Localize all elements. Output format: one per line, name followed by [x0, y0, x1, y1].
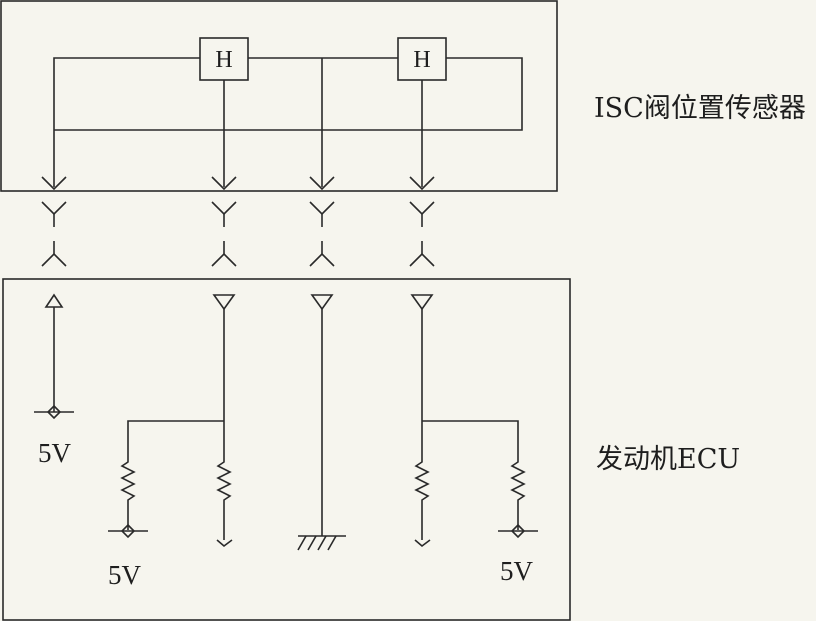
hall-element-2-label: H	[413, 47, 430, 73]
supply-5v-terminal-left	[108, 523, 148, 539]
sensor-label: ISC阀位置传感器	[594, 93, 806, 124]
supply-5v-label-right-bottom: 5V	[500, 556, 534, 586]
ecu-box	[2, 278, 571, 621]
sensor-wiring	[53, 57, 523, 187]
ground-symbol	[297, 535, 346, 551]
ecu-pin-2-input	[127, 294, 236, 458]
ecu-label: 发动机ECU	[596, 444, 740, 475]
ecu-pin-3-ground	[310, 294, 334, 536]
sensor-box	[0, 0, 558, 192]
connector-2	[211, 201, 237, 267]
ecu-pin-1-supply	[34, 293, 74, 420]
connector-1	[41, 201, 67, 267]
hall-element-1-label: H	[215, 47, 232, 73]
resistor-left-pullup	[120, 458, 136, 530]
connector-3	[309, 201, 335, 267]
ground-hook-left	[216, 539, 233, 548]
resistor-right-pullup	[510, 458, 526, 530]
ecu-pin-4-input	[410, 294, 519, 458]
resistor-left-input	[216, 458, 232, 540]
supply-5v-label-left-top: 5V	[38, 438, 72, 468]
sensor-pin-chevrons	[41, 176, 435, 191]
supply-5v-terminal-right	[498, 523, 538, 539]
supply-5v-label-left-bottom: 5V	[108, 560, 142, 590]
connector-4	[409, 201, 435, 267]
resistor-right-input	[414, 458, 430, 540]
ground-hook-right	[414, 539, 431, 548]
